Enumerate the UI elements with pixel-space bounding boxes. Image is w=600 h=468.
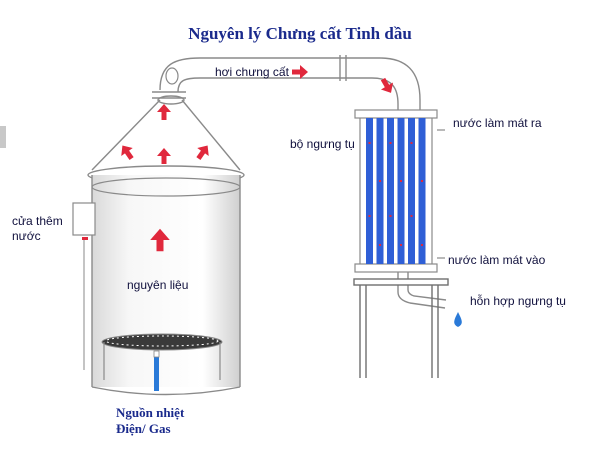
pipe-port [165, 67, 179, 85]
condenser-stand [353, 278, 449, 378]
flow-arrow-icon [157, 104, 171, 120]
tube-marker [421, 244, 423, 246]
condenser-tube [366, 118, 373, 264]
label-vapor: hơi chưng cất [215, 65, 289, 79]
heating-element [153, 350, 160, 391]
tube-marker [379, 180, 381, 182]
tube-marker [389, 215, 392, 217]
tube-marker [421, 180, 423, 182]
tube-marker [410, 215, 413, 217]
tube-marker [379, 244, 381, 246]
flow-arrow-icon [380, 77, 394, 93]
condenser-tube [418, 118, 426, 264]
flow-arrow-icon [150, 228, 170, 252]
diagram-title: Nguyên lý Chưng cất Tinh dầu [188, 24, 412, 43]
flow-arrow-icon [121, 145, 134, 160]
label-water-inlet-2: nước [12, 229, 41, 243]
flow-arrow-icon [157, 148, 171, 164]
condenser-tube [387, 118, 394, 264]
label-water-inlet-1: cửa thêm [12, 214, 63, 228]
flow-arrow-icon [292, 65, 308, 79]
droplet-icon [454, 312, 462, 327]
label-cooling-out: nước làm mát ra [453, 116, 542, 130]
perforated-plate [101, 333, 223, 380]
edge-marker [0, 126, 6, 148]
label-mixture: hỗn hợp ngưng tụ [470, 294, 566, 308]
tube-marker [400, 180, 402, 182]
tube-marker [368, 215, 371, 217]
water-inlet [72, 202, 96, 370]
label-cooling-in: nước làm mát vào [448, 253, 546, 267]
flow-arrows [121, 65, 394, 252]
still-body [91, 175, 241, 396]
flow-arrow-icon [196, 145, 209, 160]
condenser-tube [397, 118, 405, 264]
tube-marker [400, 244, 402, 246]
tube-marker [389, 142, 392, 144]
label-heat-2: Điện/ Gas [116, 421, 171, 436]
condenser-tube [376, 118, 384, 264]
label-heat-1: Nguồn nhiệt [116, 405, 185, 420]
label-condenser: bộ ngưng tụ [290, 137, 355, 151]
label-material: nguyên liệu [127, 278, 189, 292]
tube-marker [410, 142, 413, 144]
outlet-pipe [397, 272, 447, 309]
condenser-tubes [366, 118, 426, 264]
tube-marker [368, 142, 371, 144]
condenser-tube [408, 118, 415, 264]
vapor-pipe [152, 55, 421, 112]
